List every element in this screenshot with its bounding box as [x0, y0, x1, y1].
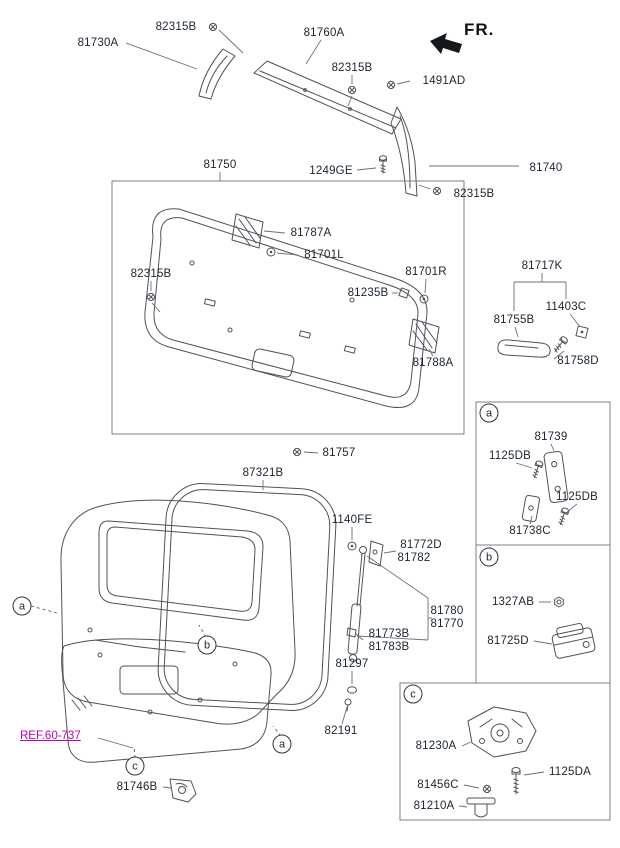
inset-parts-art	[466, 451, 596, 818]
tailgate-trim-art	[60, 22, 589, 803]
fr-arrow-icon	[430, 33, 462, 54]
leader-lines	[30, 29, 581, 808]
ref-link[interactable]: REF.60-737	[20, 730, 81, 742]
fr-label: FR.	[464, 20, 495, 39]
inset-boxes	[399, 401, 611, 821]
fr-indicator: FR.	[464, 20, 494, 40]
